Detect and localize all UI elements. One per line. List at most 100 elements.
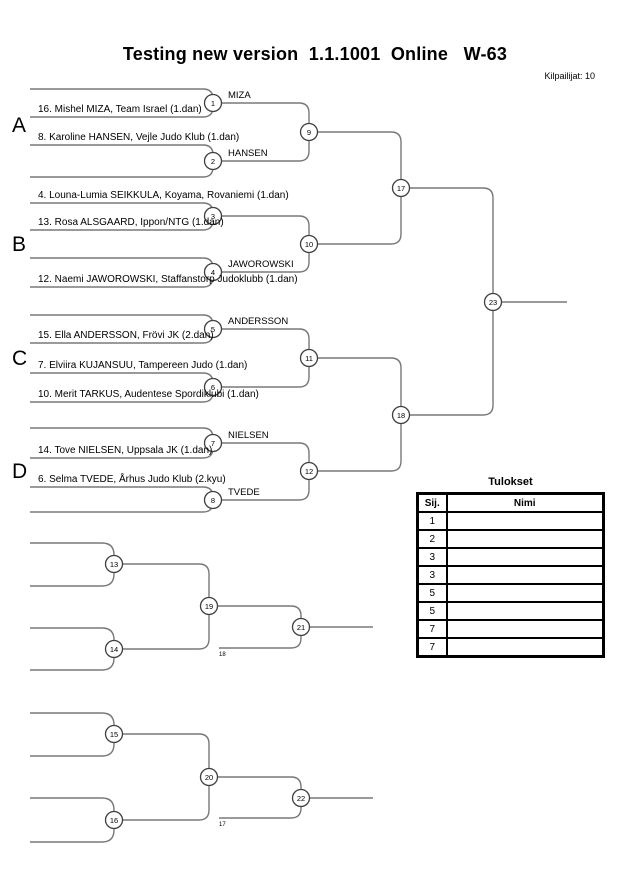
results-header-row: Sij. Nimi: [416, 492, 605, 513]
result-name: [445, 601, 605, 621]
pool-labels: A B C D: [12, 114, 27, 483]
player-name: 14. Tove NIELSEN, Uppsala JK (1.dan): [38, 445, 212, 456]
match-circle-7: [203, 433, 223, 453]
match-circle-12: [299, 461, 319, 481]
connector-line: [30, 649, 115, 671]
connector-line: [114, 606, 210, 650]
result-place: 3: [416, 565, 448, 585]
match-circle-23: [483, 292, 503, 312]
loser-source-ref: 17: [219, 822, 226, 828]
match-circle-4: [203, 262, 223, 282]
match-circles: [104, 93, 503, 830]
connector-line: [309, 357, 402, 415]
page-title: Testing new version 1.1.1001 Online W-63: [122, 44, 508, 64]
result-place: 3: [416, 547, 448, 567]
pool-label-a: A: [12, 114, 26, 137]
connector-line: [30, 161, 214, 178]
match-circle-1: [203, 93, 223, 113]
result-name: [445, 529, 605, 549]
repechage-source-refs: 18 17: [219, 652, 226, 828]
match-number-16: 16: [110, 816, 118, 825]
winner-label: HANSEN: [228, 148, 268, 159]
player-name: 13. Rosa ALSGAARD, Ippon/NTG (1.dan): [38, 217, 224, 228]
connector-line: [213, 215, 310, 244]
connector-line: [213, 358, 310, 388]
winner-label: MIZA: [228, 90, 251, 101]
pool-label-c: C: [12, 347, 27, 370]
match-circle-16: [104, 810, 124, 830]
connector-line: [209, 776, 302, 798]
match-circle-6: [203, 377, 223, 397]
winner-label: NIELSEN: [228, 430, 269, 441]
result-row: 7: [416, 619, 605, 639]
connector-line: [30, 542, 115, 564]
result-row: 7: [416, 637, 605, 658]
connector-line: [30, 734, 115, 757]
connector-line: [30, 202, 214, 216]
connector-line: [309, 415, 402, 472]
player-name: 12. Naemi JAWOROWSKI, Staffanstorp Judok…: [38, 274, 298, 285]
connector-line: [213, 244, 310, 273]
connector-line: [219, 798, 302, 819]
result-name: [445, 547, 605, 567]
connector-line: [30, 427, 214, 443]
player-name: 15. Ella ANDERSSON, Frövi JK (2.dan): [38, 330, 214, 341]
connector-line: [30, 712, 115, 734]
connector-line: [219, 627, 302, 649]
connector-line: [213, 442, 310, 471]
result-place: 2: [416, 529, 448, 549]
result-place: 7: [416, 637, 448, 658]
winner-label: ANDERSSON: [228, 316, 288, 327]
match-circle-2: [203, 151, 223, 171]
results-title: Tulokset: [488, 476, 533, 488]
results-table: Sij. Nimi 1 2 3 3: [416, 492, 605, 658]
result-place: 1: [416, 511, 448, 531]
results-panel: Tulokset Sij. Nimi 1 2 3: [416, 476, 605, 658]
connector-line: [30, 257, 214, 272]
connector-line: [401, 302, 494, 416]
result-name: [445, 619, 605, 639]
match-number-19: 19: [205, 602, 213, 611]
match-circle-8: [203, 490, 223, 510]
match-circle-18: [391, 405, 411, 425]
player-name: 7. Elviira KUJANSUU, Tampereen Judo (1.d…: [38, 360, 247, 371]
connector-line: [30, 486, 214, 500]
match-circle-19: [199, 596, 219, 616]
winner-label: JAWOROWSKI: [228, 259, 294, 270]
match-number-2: 2: [211, 157, 215, 166]
connector-line: [30, 564, 115, 587]
match-circle-22: [291, 788, 311, 808]
match-circle-9: [299, 122, 319, 142]
connector-line: [30, 314, 214, 329]
connector-line: [30, 144, 214, 161]
match-number-21: 21: [297, 623, 305, 632]
connector-line: [30, 797, 115, 820]
match-number-12: 12: [305, 467, 313, 476]
player-name: 4. Louna-Lumia SEIKKULA, Koyama, Rovanie…: [38, 190, 289, 201]
player-name: 6. Selma TVEDE, Århus Judo Klub (2.kyu): [38, 472, 226, 485]
winner-labels: MIZA HANSEN JAWOROWSKI ANDERSSON NIELSEN…: [228, 90, 294, 498]
loser-source-ref: 18: [219, 652, 226, 658]
match-circle-13: [104, 554, 124, 574]
match-number-5: 5: [211, 325, 215, 334]
match-number-22: 22: [297, 794, 305, 803]
result-row: 5: [416, 601, 605, 621]
connector-line: [30, 88, 214, 103]
player-name: 8. Karoline HANSEN, Vejle Judo Klub (1.d…: [38, 132, 239, 143]
match-circle-5: [203, 319, 223, 339]
match-number-7: 7: [211, 439, 215, 448]
match-circle-20: [199, 767, 219, 787]
connector-line: [30, 820, 115, 843]
result-name: [445, 511, 605, 531]
connector-line: [309, 131, 402, 188]
match-circle-21: [291, 617, 311, 637]
connector-line: [114, 733, 210, 777]
result-row: 2: [416, 529, 605, 549]
result-place: 5: [416, 601, 448, 621]
match-circle-14: [104, 639, 124, 659]
connector-line: [213, 102, 310, 132]
connector-line: [209, 605, 302, 627]
match-number-6: 6: [211, 383, 215, 392]
repechage-bracket-lines: [30, 542, 373, 843]
